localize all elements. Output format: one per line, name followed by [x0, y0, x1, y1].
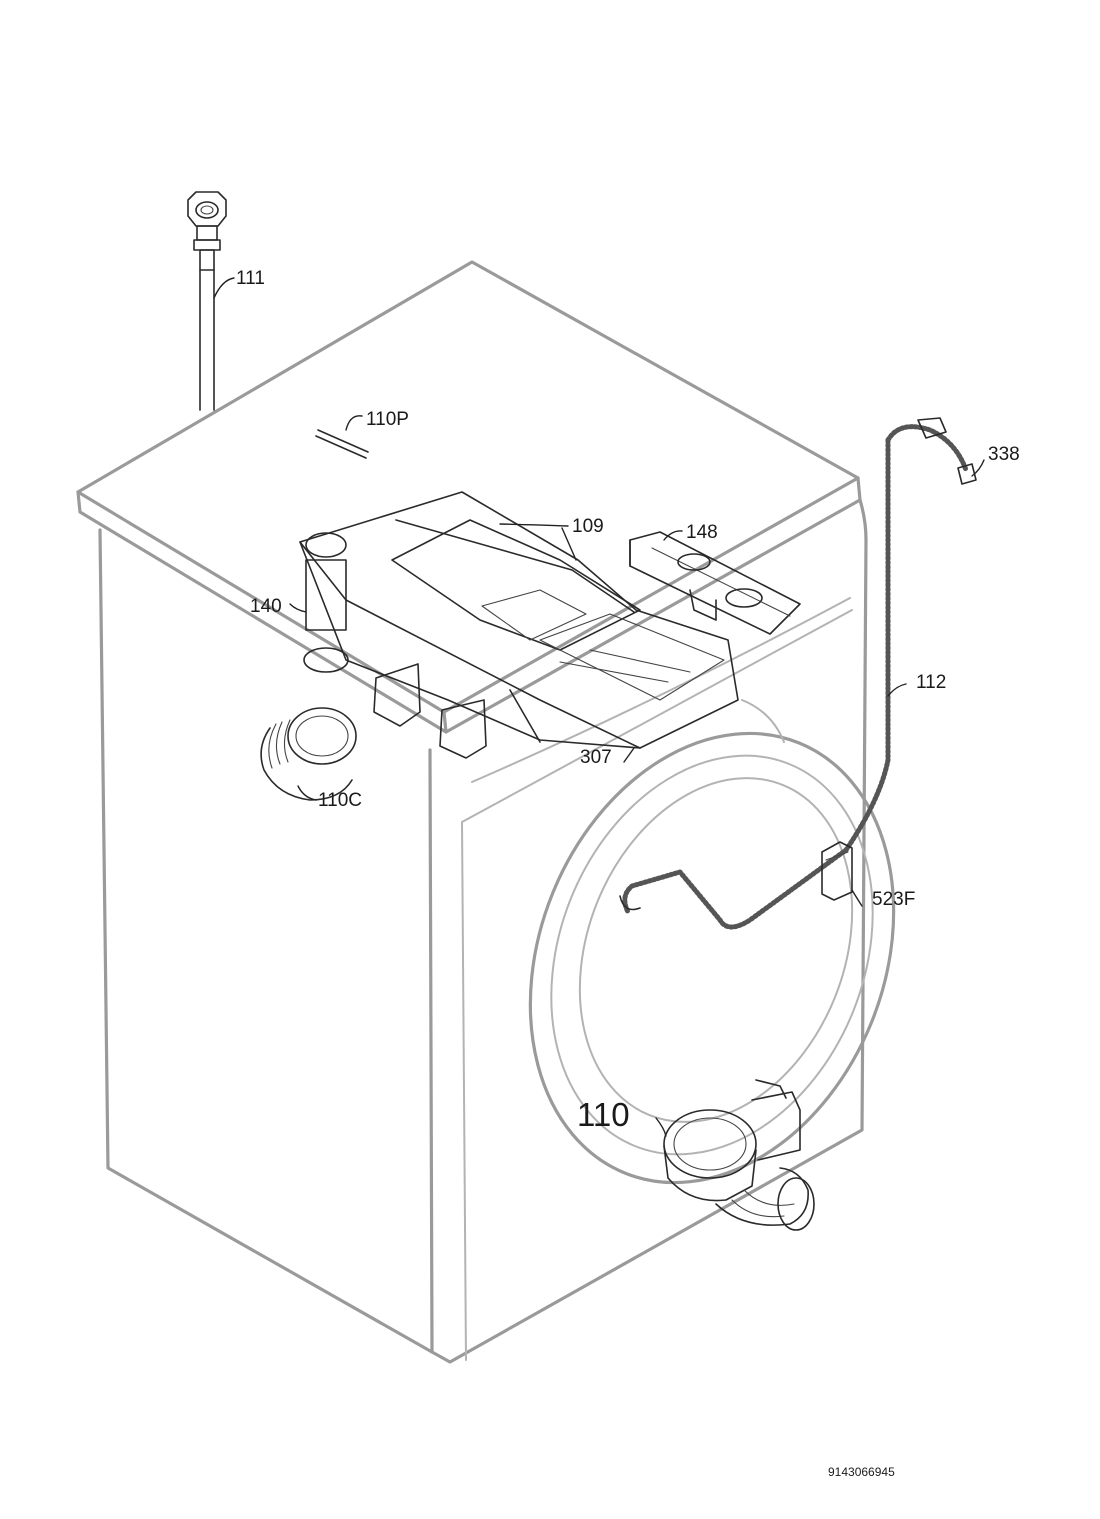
- rod-part-110p: [315, 415, 369, 459]
- drawer-handle-part-148: [629, 530, 801, 635]
- drain-hose-part: [619, 417, 985, 930]
- label-140: 140: [250, 596, 282, 617]
- label-110p: 110P: [366, 409, 409, 430]
- bellows-part-110: [655, 1079, 815, 1231]
- label-109: 109: [572, 516, 604, 537]
- label-110: 110: [577, 1096, 630, 1133]
- label-112: 112: [916, 672, 946, 693]
- label-307: 307: [580, 747, 612, 768]
- document-number: 9143066945: [828, 1465, 895, 1479]
- detergent-dispenser-part: [289, 491, 739, 763]
- label-523f: 523F: [872, 889, 915, 910]
- label-111: 111: [236, 268, 265, 289]
- label-110c: 110C: [318, 790, 362, 811]
- cabinet-body: [76, 260, 896, 1364]
- bellows-part-110c: [260, 707, 357, 801]
- label-338: 338: [988, 444, 1020, 465]
- label-148: 148: [686, 522, 718, 543]
- inlet-hose-part: [187, 191, 235, 411]
